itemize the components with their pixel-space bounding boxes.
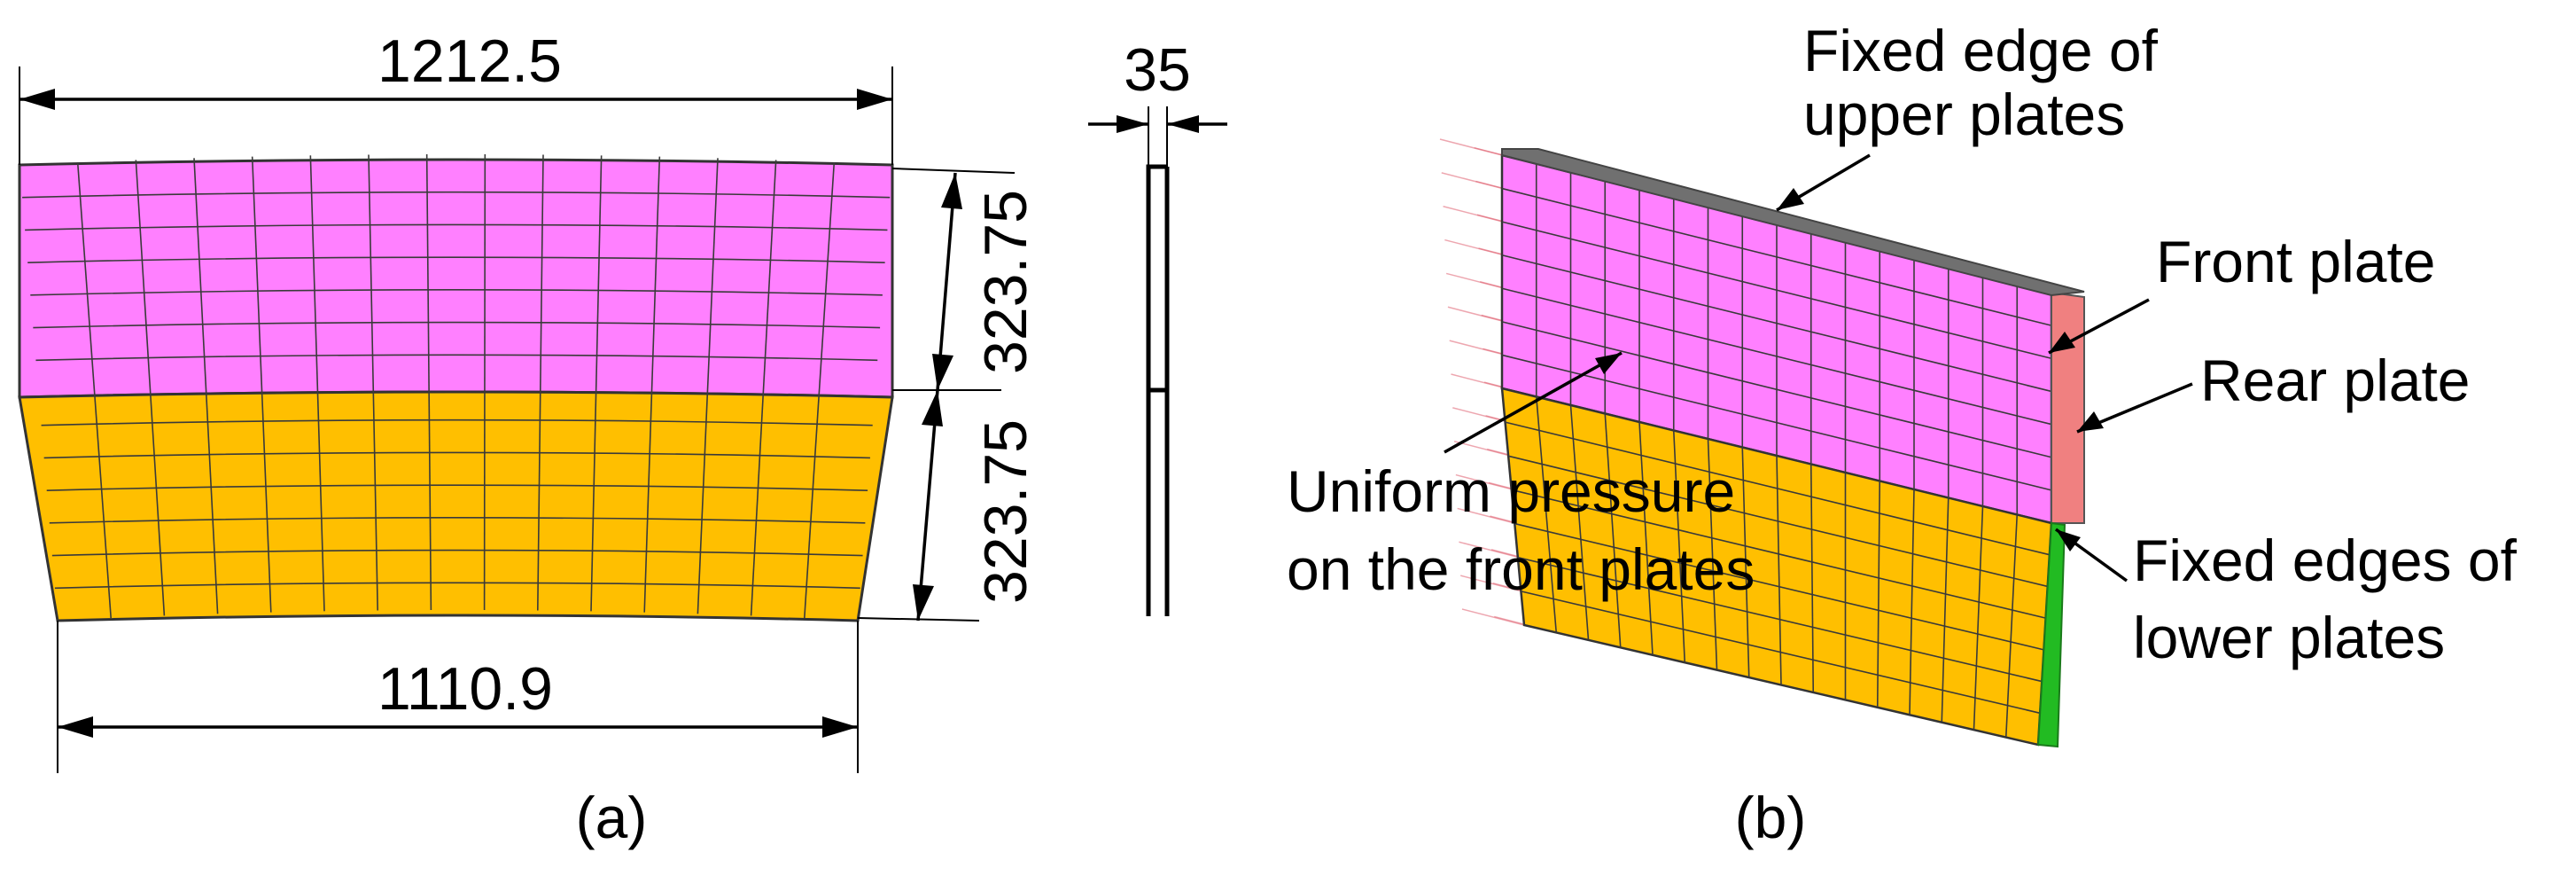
panel-b-caption: (b) — [1735, 785, 1807, 850]
panel-b: Fixed edge of upper plates Front plate R… — [1287, 18, 2518, 850]
bottom-width-arrow-right — [822, 716, 858, 738]
mesh-line — [1507, 455, 2048, 588]
rear-plate-upper — [2051, 291, 2085, 524]
lower-height-arrow-bottom — [913, 584, 934, 621]
mesh-line — [1707, 438, 1718, 670]
side-profile — [1146, 164, 1170, 616]
mesh-line — [1741, 447, 1750, 678]
rear-plate-label: Rear plate — [2200, 348, 2471, 413]
mesh-line — [76, 161, 112, 619]
mesh-line — [1501, 187, 2052, 326]
lower-height-arrow-top — [922, 390, 943, 426]
mesh-line — [33, 321, 881, 329]
thickness-value: 35 — [1124, 36, 1191, 104]
mesh-line — [1809, 464, 1815, 692]
front-plate-label: Front plate — [2156, 229, 2436, 294]
mesh-line — [309, 155, 325, 612]
mesh-line — [537, 154, 544, 611]
mesh-line — [1505, 421, 2051, 556]
mesh-line — [1501, 254, 2052, 393]
fixed-lower-label-line1: Fixed edges of — [2133, 528, 2518, 593]
bottom-width-value: 1110.9 — [377, 655, 553, 723]
mesh-line — [368, 154, 378, 611]
mesh-line — [1604, 413, 1622, 648]
pressure-leader-arrow — [1595, 353, 1622, 374]
bottom-width-arrow-left — [58, 716, 93, 738]
mesh-line — [1569, 404, 1590, 640]
mesh-line — [697, 158, 719, 614]
upper-height-arrow-top — [941, 173, 962, 209]
mesh-line — [22, 191, 891, 199]
panel-a: 1212.5 1110.9 323.75 323.75 35 (a) — [18, 27, 1227, 850]
pressure-leader — [1444, 351, 1623, 454]
mesh-line — [193, 158, 219, 614]
mesh-line — [43, 451, 870, 459]
upper-height-dimension-line — [936, 172, 957, 391]
fixed-lower-leader-arrow — [2056, 529, 2081, 551]
mesh-line — [1501, 354, 2052, 491]
mesh-line — [1514, 522, 2044, 651]
fixed-upper-edge — [1501, 148, 2085, 297]
mesh-line — [51, 549, 863, 557]
panel-a-caption: (a) — [576, 785, 648, 850]
mesh-line — [1501, 321, 2052, 458]
mesh-line — [49, 517, 866, 524]
mesh-line — [1876, 481, 1881, 708]
fixed-upper-label-line1: Fixed edge of — [1803, 18, 2159, 83]
thickness-arrow-left — [1117, 115, 1148, 133]
mesh-line — [135, 160, 166, 616]
mesh-line — [30, 289, 883, 296]
thickness-arrow-right — [1167, 115, 1199, 133]
mesh-line — [54, 582, 860, 590]
rear-plate-leader-arrow — [2077, 411, 2104, 432]
mesh-line — [590, 155, 603, 612]
mesh-line — [1638, 421, 1654, 655]
front-plate-leader-arrow — [2049, 332, 2075, 353]
mesh-line — [1776, 455, 1782, 685]
lower-height-dimension-line — [916, 389, 939, 622]
mesh-line — [251, 156, 272, 613]
mesh-line — [25, 223, 888, 231]
mesh-line — [1909, 489, 1915, 716]
mesh-line — [750, 160, 777, 616]
panel-a-mesh-lines — [22, 154, 891, 619]
mesh-line — [1672, 430, 1686, 663]
pressure-arrow — [1460, 575, 1523, 592]
mesh-line — [27, 256, 885, 263]
top-width-value: 1212.5 — [377, 27, 562, 95]
mesh-line — [1973, 505, 1984, 731]
mesh-line — [1941, 497, 1950, 723]
panel-b-mesh-lines — [1501, 163, 2052, 738]
pressure-arrow — [1461, 608, 1525, 626]
mesh-line — [1501, 287, 2052, 426]
lower-height-value: 323.75 — [972, 419, 1039, 604]
fixed-upper-label-line2: upper plates — [1803, 82, 2125, 147]
mesh-line — [1517, 556, 2043, 683]
mesh-line — [41, 418, 873, 426]
mesh-line — [483, 154, 486, 611]
mesh-line — [425, 154, 432, 611]
fixed-upper-leader-arrow — [1777, 188, 1804, 210]
mesh-line — [643, 156, 661, 613]
top-width-arrow-left — [19, 89, 55, 110]
mesh-line — [804, 161, 836, 619]
fixed-lower-label-line2: lower plates — [2133, 605, 2445, 670]
upper-height-value: 323.75 — [972, 190, 1039, 374]
pressure-label-line2: on the front plates — [1287, 536, 1755, 602]
mesh-line — [2004, 514, 2019, 738]
mesh-line — [35, 354, 878, 362]
lower-plate-mesh — [18, 390, 894, 622]
top-width-arrow-right — [857, 89, 892, 110]
pressure-label-line1: Uniform pressure — [1287, 458, 1735, 524]
mesh-line — [1535, 396, 1558, 633]
mesh-line — [46, 484, 868, 491]
rear-plate-lower-fixed-edge — [2036, 521, 2066, 748]
pressure-arrow — [1459, 541, 1521, 559]
mesh-line — [1511, 489, 2046, 619]
upper-height-arrow-bottom — [932, 354, 953, 390]
mesh-line — [1501, 221, 2052, 360]
height-extension-top — [891, 168, 1016, 174]
mesh-line — [1521, 591, 2041, 715]
